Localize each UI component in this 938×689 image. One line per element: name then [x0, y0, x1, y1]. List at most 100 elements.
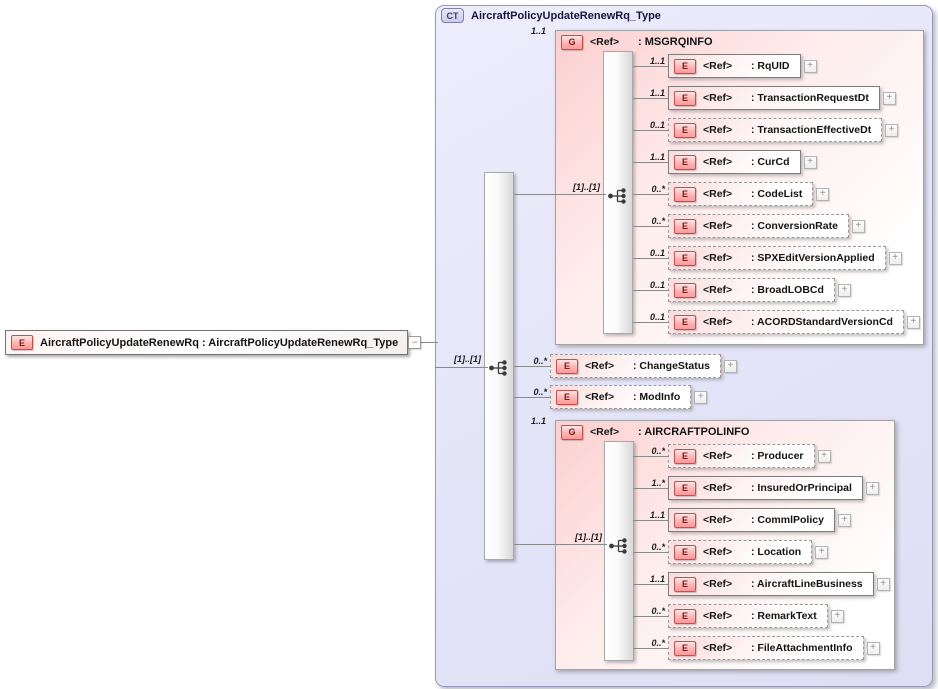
expand-button[interactable]: + [817, 449, 831, 463]
element-node-rquid: 1..1 E <Ref> : RqUID + [633, 54, 817, 78]
sequence-cardinality-label: [1]..[1] [454, 354, 481, 364]
connector: 0..1 [633, 118, 668, 142]
expand-button[interactable]: + [851, 219, 865, 233]
ref-label: <Ref> [703, 610, 733, 622]
element-node-codelist: 0..* E <Ref> : CodeList + [633, 182, 830, 206]
expand-button[interactable]: + [830, 609, 844, 623]
expand-button[interactable]: + [866, 641, 880, 655]
connector: 0..1 [633, 246, 668, 270]
sequence-cardinality-label: [1]..[1] [573, 182, 600, 192]
root-element-row: E AircraftPolicyUpdateRenewRq : Aircraft… [5, 330, 422, 355]
group-name: : AIRCRAFTPOLINFO [638, 426, 750, 438]
expand-button[interactable]: + [803, 155, 817, 169]
expand-button[interactable]: + [865, 481, 879, 495]
connector: 0..* [514, 354, 550, 378]
connector: 0..* [633, 540, 668, 564]
ref-label: <Ref> [703, 92, 733, 104]
element-name: : ConversionRate [751, 220, 838, 232]
element-badge: E [556, 358, 578, 374]
expand-button[interactable]: + [885, 123, 899, 137]
cardinality-label: 0..* [651, 638, 665, 648]
expand-button[interactable]: + [837, 513, 851, 527]
collapse-button[interactable]: − [408, 336, 422, 349]
element-box[interactable]: E <Ref> : TransactionRequestDt [668, 86, 880, 110]
element-badge: E [674, 480, 696, 496]
element-name: : ChangeStatus [633, 360, 711, 372]
group-name: : MSGRQINFO [638, 36, 713, 48]
expand-button[interactable]: + [906, 315, 920, 329]
element-box[interactable]: E <Ref> : CurCd [668, 150, 801, 174]
element-name: : CommlPolicy [751, 514, 824, 526]
expand-button[interactable]: + [816, 187, 830, 201]
element-badge: E [674, 512, 696, 528]
group-header[interactable]: G <Ref> : MSGRQINFO [561, 34, 713, 50]
expand-button[interactable]: + [803, 59, 817, 73]
element-name: : TransactionEffectiveDt [751, 124, 872, 136]
element-node-changestatus: 0..* E <Ref> : ChangeStatus + [514, 354, 738, 378]
expand-button[interactable]: + [724, 359, 738, 373]
element-box[interactable]: E <Ref> : ChangeStatus [550, 354, 722, 378]
element-box[interactable]: E <Ref> : RemarkText [668, 604, 828, 628]
connector: 0..1 [633, 310, 668, 334]
cardinality-label: 0..1 [649, 312, 665, 322]
element-box[interactable]: E <Ref> : FileAttachmentInfo [668, 636, 864, 660]
group-header[interactable]: G <Ref> : AIRCRAFTPOLINFO [561, 424, 749, 440]
element-badge: E [556, 389, 578, 405]
cardinality-label: 1..1 [649, 88, 665, 98]
element-box[interactable]: E <Ref> : TransactionEffectiveDt [668, 118, 883, 142]
element-name: : CurCd [751, 156, 790, 168]
ref-label: <Ref> [703, 156, 733, 168]
element-name: : SPXEditVersionApplied [751, 252, 875, 264]
ref-label: <Ref> [703, 60, 733, 72]
element-box[interactable]: E <Ref> : SPXEditVersionApplied [668, 246, 886, 270]
cardinality-label: 0..* [651, 542, 665, 552]
element-name: : Producer [751, 450, 804, 462]
element-box[interactable]: E <Ref> : Location [668, 540, 813, 564]
sequence-icon [609, 538, 627, 554]
group-aircraftpolinfo: G <Ref> : AIRCRAFTPOLINFO [1]..[1] 0..* … [555, 420, 895, 670]
cardinality-label: 0..* [533, 387, 547, 397]
element-box[interactable]: E <Ref> : CodeList [668, 182, 814, 206]
element-badge: E [674, 154, 696, 170]
group-badge: G [561, 34, 583, 50]
element-node-insuredorprincipal: 1..* E <Ref> : InsuredOrPrincipal + [633, 476, 879, 500]
element-box[interactable]: E <Ref> : ConversionRate [668, 214, 849, 238]
element-box[interactable]: E <Ref> : ModInfo [550, 385, 692, 409]
element-box[interactable]: E <Ref> : InsuredOrPrincipal [668, 476, 863, 500]
element-box[interactable]: E <Ref> : ACORDStandardVersionCd [668, 310, 904, 334]
element-box[interactable]: E <Ref> : AircraftLineBusiness [668, 572, 874, 596]
connector-line [514, 544, 607, 545]
element-name: : Location [751, 546, 802, 558]
ref-label: <Ref> [703, 284, 733, 296]
cardinality-label: 0..* [651, 606, 665, 616]
element-badge: E [674, 314, 696, 330]
complex-type-header[interactable]: CT AircraftPolicyUpdateRenewRq_Type [441, 8, 661, 23]
element-badge: E [674, 608, 696, 624]
element-box[interactable]: E <Ref> : Producer [668, 444, 815, 468]
expand-button[interactable]: + [837, 283, 851, 297]
sequence-cardinality-label: [1]..[1] [575, 532, 602, 542]
cardinality-label: 0..1 [649, 280, 665, 290]
element-box[interactable]: E <Ref> : RqUID [668, 54, 801, 78]
sequence-bar [603, 51, 633, 334]
ref-label: <Ref> [585, 360, 615, 372]
expand-button[interactable]: + [888, 251, 902, 265]
expand-button[interactable]: + [882, 91, 896, 105]
ref-label: <Ref> [703, 450, 733, 462]
element-box[interactable]: E <Ref> : BroadLOBCd [668, 278, 835, 302]
connector: 0..1 [633, 278, 668, 302]
element-badge: E [674, 640, 696, 656]
element-node-spxeditversionapplied: 0..1 E <Ref> : SPXEditVersionApplied + [633, 246, 902, 270]
expand-button[interactable]: + [876, 577, 890, 591]
expand-button[interactable]: + [815, 545, 829, 559]
element-node-acordstandardversioncd: 0..1 E <Ref> : ACORDStandardVersionCd + [633, 310, 920, 334]
root-element-box[interactable]: E AircraftPolicyUpdateRenewRq : Aircraft… [5, 330, 409, 355]
element-name: : RemarkText [751, 610, 817, 622]
element-box[interactable]: E <Ref> : CommlPolicy [668, 508, 835, 532]
element-name: : AircraftLineBusiness [751, 578, 863, 590]
connector: 0..* [514, 385, 550, 409]
expand-button[interactable]: + [694, 390, 708, 404]
connector: 0..* [633, 604, 668, 628]
ref-label: <Ref> [703, 514, 733, 526]
element-badge: E [674, 544, 696, 560]
